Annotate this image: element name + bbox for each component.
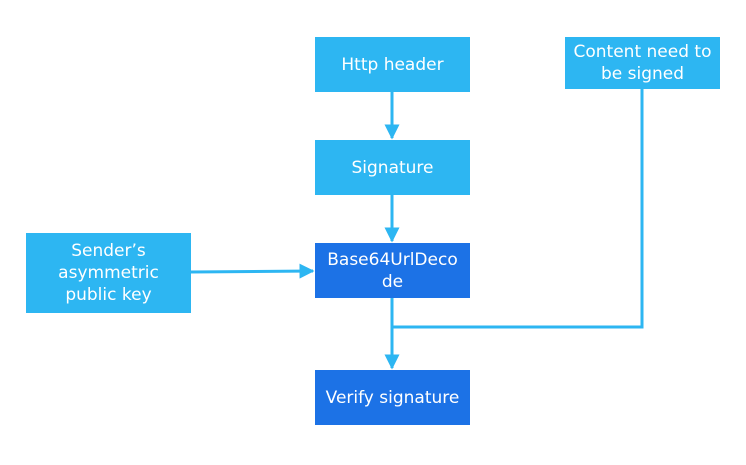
content-to-sign-line2: be signed (600, 64, 685, 84)
sender-public-key-node: Sender’s asymmetric public key (26, 233, 191, 313)
http-header-label: Http header (341, 54, 444, 75)
arrow-sender-to-decode (190, 263, 315, 279)
sender-public-key-line2: asymmetric (58, 263, 159, 283)
verify-signature-label: Verify signature (325, 387, 460, 408)
sender-public-key-label: Sender’s asymmetric public key (58, 240, 159, 306)
content-to-sign-node: Content need to be signed (565, 37, 720, 89)
content-to-sign-line1: Content need to (573, 42, 712, 62)
base64url-decode-label: Base64UrlDeco de (327, 249, 457, 293)
base64url-decode-line1: Base64UrlDeco (327, 249, 458, 270)
sender-public-key-line1: Sender’s (71, 241, 146, 261)
http-header-node: Http header (315, 37, 470, 92)
verify-signature-node: Verify signature (315, 370, 470, 425)
base64url-decode-line2: de (381, 271, 404, 292)
signature-label: Signature (351, 157, 434, 178)
base64url-decode-node: Base64UrlDeco de (315, 243, 470, 298)
sender-public-key-line3: public key (65, 285, 152, 305)
content-to-sign-label: Content need to be signed (574, 41, 712, 85)
signature-node: Signature (315, 140, 470, 195)
connector-content-to-verify (392, 89, 644, 329)
